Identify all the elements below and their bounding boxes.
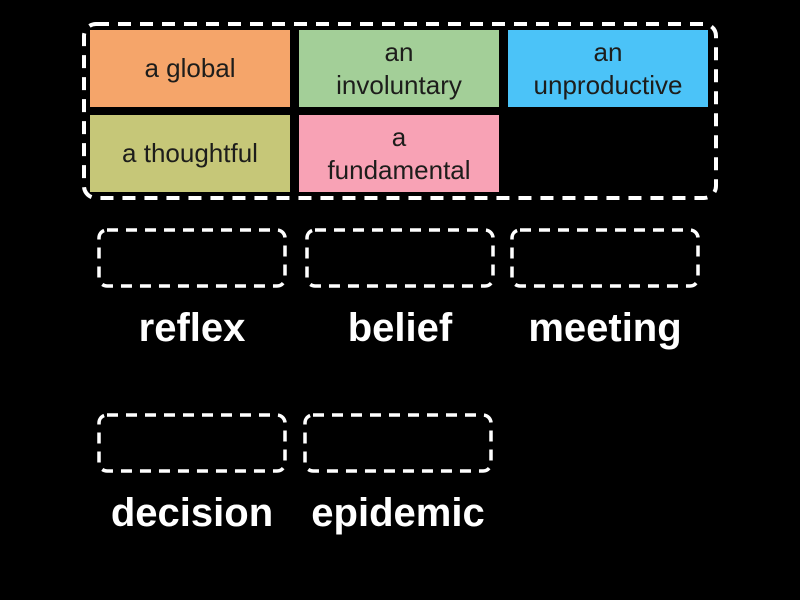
slot-dashed-border	[303, 413, 493, 473]
target-word-label: meeting	[528, 306, 682, 350]
target-group-reflex: reflex	[97, 228, 287, 352]
drop-slot-epidemic[interactable]	[303, 413, 493, 473]
slot-dashed-border	[97, 413, 287, 473]
answer-tile-a-fundamental[interactable]: a fundamental	[299, 115, 499, 192]
answer-tile-a-global[interactable]: a global	[90, 30, 290, 107]
drop-slot-reflex[interactable]	[97, 228, 287, 288]
slot-dashed-border	[510, 228, 700, 288]
answer-tile-an-involuntary[interactable]: an involuntary	[299, 30, 499, 107]
drop-slot-decision[interactable]	[97, 413, 287, 473]
target-group-decision: decision	[97, 413, 287, 537]
drop-slot-belief[interactable]	[305, 228, 495, 288]
targets-row-1: reflex belief meeting	[97, 228, 707, 368]
target-word-label: epidemic	[311, 491, 485, 535]
targets-row-2: decision epidemic	[97, 413, 507, 553]
target-group-meeting: meeting	[510, 228, 700, 352]
target-word-label: reflex	[138, 306, 246, 350]
answer-tile-a-thoughtful[interactable]: a thoughtful	[90, 115, 290, 192]
slot-dashed-border	[305, 228, 495, 288]
target-word-label: belief	[347, 306, 453, 350]
target-word-label: decision	[110, 491, 274, 535]
target-group-epidemic: epidemic	[303, 413, 493, 537]
drop-slot-meeting[interactable]	[510, 228, 700, 288]
target-group-belief: belief	[305, 228, 495, 352]
answers-tray: a global an involuntary an unproductive …	[82, 22, 718, 200]
answer-tile-an-unproductive[interactable]: an unproductive	[508, 30, 708, 107]
slot-dashed-border	[97, 228, 287, 288]
